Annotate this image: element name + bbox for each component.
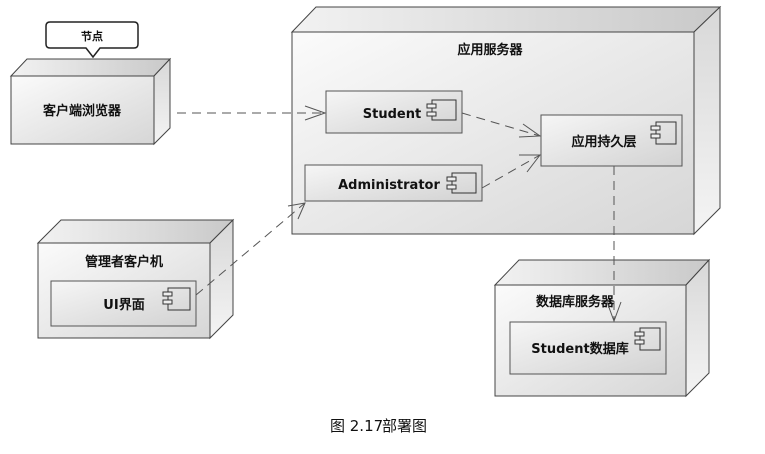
component-ui[interactable]: UI界面 xyxy=(50,280,197,327)
component-student[interactable]: Student xyxy=(325,90,463,134)
component-administrator[interactable]: Administrator xyxy=(304,164,483,202)
component-label: Administrator xyxy=(338,178,440,193)
arrowhead-icon xyxy=(606,301,622,323)
node-label: 应用服务器 xyxy=(457,42,523,58)
node-top-face xyxy=(290,6,722,33)
arrowhead-icon xyxy=(287,202,306,220)
figure-caption: 图 2.17 部署图 xyxy=(330,417,427,435)
component-box xyxy=(325,90,463,134)
node-client-browser[interactable]: 客户端浏览器 xyxy=(9,57,172,146)
node-top-face xyxy=(493,259,711,286)
edge-student-to-persistence xyxy=(461,112,542,138)
component-label: Student数据库 xyxy=(531,341,628,357)
node-top-face xyxy=(36,219,235,244)
arrowhead-icon xyxy=(304,105,327,121)
component-icon xyxy=(634,327,661,351)
dependency-line xyxy=(461,112,541,137)
component-label: 应用持久层 xyxy=(571,134,636,150)
edge-administrator-to-persistence xyxy=(481,154,542,189)
component-label: Student xyxy=(363,107,421,122)
component-icon xyxy=(162,287,191,311)
edge-ui-to-administrator xyxy=(195,202,306,296)
callout-label: 节点 xyxy=(81,29,103,43)
node-front-face xyxy=(10,75,155,145)
dependency-line xyxy=(195,202,306,296)
figure-title: 部署图 xyxy=(382,417,427,435)
node-label: 管理者客户机 xyxy=(85,254,163,270)
node-side-face xyxy=(693,5,721,236)
arrowhead-icon xyxy=(518,123,542,138)
edge-browser-to-student xyxy=(177,105,327,121)
component-box xyxy=(540,114,683,167)
node-callout: 节点 xyxy=(45,21,139,59)
node-label: 数据库服务器 xyxy=(536,294,615,310)
callout-shape xyxy=(45,21,139,59)
component-box xyxy=(304,164,483,202)
component-label: UI界面 xyxy=(103,297,144,313)
component-icon xyxy=(446,172,477,194)
component-student-db[interactable]: Student数据库 xyxy=(509,321,667,375)
figure-number: 图 2.17 xyxy=(330,417,383,435)
node-label: 客户端浏览器 xyxy=(43,103,122,119)
dependency-line xyxy=(481,154,541,189)
component-persistence-layer[interactable]: 应用持久层 xyxy=(540,114,683,167)
arrowhead-icon xyxy=(519,154,542,173)
edge-persistence-to-db xyxy=(606,166,622,323)
node-top-face xyxy=(9,58,172,77)
component-icon xyxy=(650,121,677,145)
component-icon xyxy=(426,99,457,121)
